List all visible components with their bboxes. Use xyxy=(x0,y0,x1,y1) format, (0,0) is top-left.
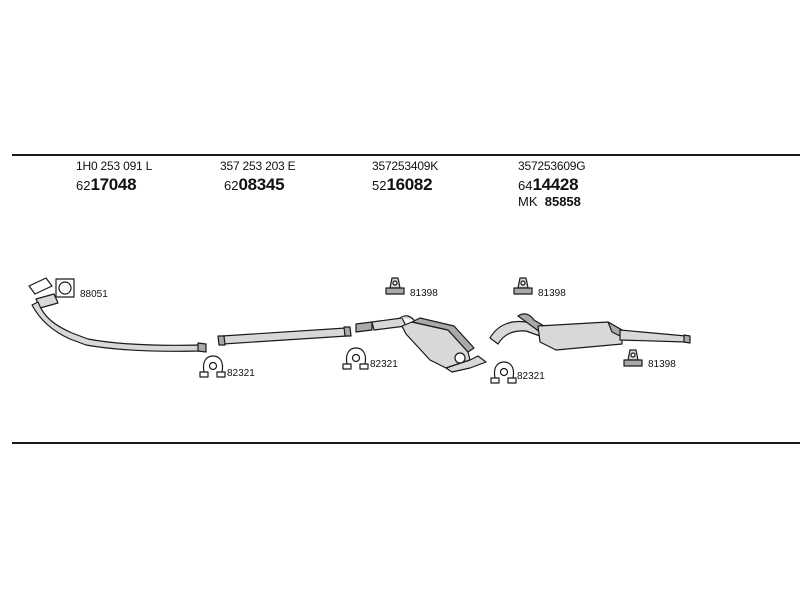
rear-muffler xyxy=(489,313,691,351)
ref-number-1: 1H0 253 091 L xyxy=(76,159,153,173)
hanger-code-3: 81398 xyxy=(648,359,676,370)
part-main-2: 08345 xyxy=(238,175,285,194)
gasket-code: 88051 xyxy=(80,289,108,300)
part-prefix-3: 52 xyxy=(372,178,387,193)
part-prefix-2: 62 xyxy=(224,178,239,193)
mounting-kit-number: MK 85858 xyxy=(518,195,581,209)
front-pipe-top-flange xyxy=(28,277,53,295)
hanger-icon-3 xyxy=(623,349,643,367)
front-pipe xyxy=(28,277,207,353)
ref-number-2: 357 253 203 E xyxy=(220,159,296,173)
hanger-code-1: 81398 xyxy=(410,288,438,299)
ref-number-3: 357253409K xyxy=(372,159,439,173)
part-prefix-1: 62 xyxy=(76,178,91,193)
clamp-code-1: 82321 xyxy=(227,368,255,379)
mounting-kit-prefix: MK xyxy=(518,194,538,209)
hanger-code-2: 81398 xyxy=(538,288,566,299)
hanger-icon-1 xyxy=(385,277,405,295)
top-divider xyxy=(12,154,800,156)
centre-muffler xyxy=(355,315,487,373)
clamp-icon-3 xyxy=(490,361,517,384)
clamp-code-2: 82321 xyxy=(370,359,398,370)
part-number-4: 6414428 xyxy=(518,175,579,195)
bottom-divider xyxy=(12,442,800,444)
part-number-3: 5216082 xyxy=(372,175,433,195)
part-main-3: 16082 xyxy=(386,175,433,194)
part-main-1: 17048 xyxy=(90,175,137,194)
part-number-2: 6208345 xyxy=(224,175,285,195)
hanger-icon-2 xyxy=(513,277,533,295)
clamp-code-3: 82321 xyxy=(517,371,545,382)
clamp-icon-2 xyxy=(342,347,369,370)
clamp-icon-1 xyxy=(199,355,226,378)
middle-pipe xyxy=(217,326,352,346)
part-main-4: 14428 xyxy=(532,175,579,194)
mounting-kit-main: 85858 xyxy=(544,194,581,209)
part-prefix-4: 64 xyxy=(518,178,533,193)
gasket-icon xyxy=(55,278,75,298)
part-number-1: 6217048 xyxy=(76,175,137,195)
ref-number-4: 357253609G xyxy=(518,159,586,173)
